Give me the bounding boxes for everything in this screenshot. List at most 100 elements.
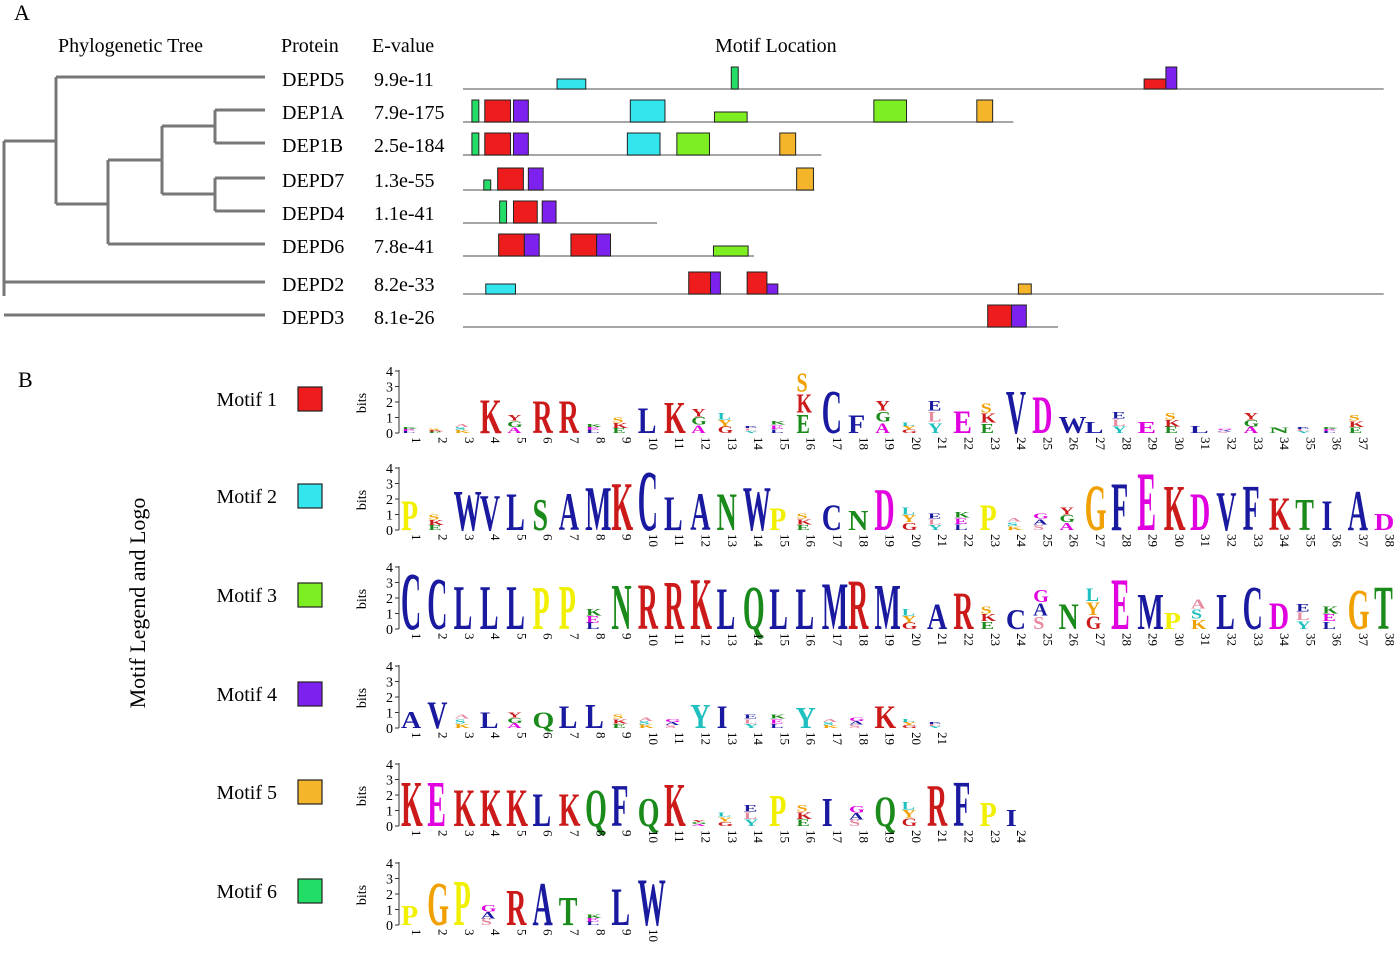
logo-position-number: 17 [830, 633, 845, 647]
logo-letter: G [507, 420, 523, 429]
logo-position-number: 16 [804, 534, 819, 548]
logo-position-number: 30 [1172, 437, 1187, 450]
logo-letter: Q [533, 707, 555, 733]
motif-6-block [730, 66, 739, 90]
logo-letter: P [533, 575, 550, 643]
motif-6-block [499, 200, 508, 224]
logo-position-number: 8 [593, 437, 608, 444]
logo-position-number: 8 [593, 929, 608, 936]
logo-position-number: 2 [435, 929, 450, 936]
logo-letter: Y [1296, 431, 1311, 434]
header-protein: Protein [281, 35, 339, 57]
motif-3-block [713, 111, 748, 123]
logo-letter: V [1006, 379, 1026, 447]
logo-letter: S [1007, 521, 1018, 527]
logo-position-number: 28 [1119, 633, 1134, 646]
logo-letter: S [1349, 414, 1360, 423]
logo-letter: Y [507, 712, 522, 719]
logo-letter: L [664, 486, 683, 541]
logo-y-tick-label: 3 [386, 873, 393, 888]
logo-letter: P [401, 901, 418, 933]
logo-position-number: 1 [409, 437, 424, 444]
motif-1-block [497, 167, 524, 191]
logo-letter: K [770, 420, 786, 426]
logo-position-number: 11 [672, 732, 687, 745]
motif-5-block [779, 132, 797, 156]
logo-letter: A [690, 484, 710, 543]
logo-letter: N [1269, 426, 1289, 435]
logo-position-number: 20 [909, 633, 924, 646]
logo-y-tick-label: 0 [386, 722, 393, 737]
logo-letter: G [718, 821, 734, 828]
logo-letter: S [1217, 431, 1228, 433]
logo-letter: A [1033, 518, 1048, 526]
tree-branch [162, 176, 265, 213]
logo-letter: L [559, 699, 578, 736]
logo-letter: L [744, 428, 757, 432]
motif-4-block [766, 283, 779, 295]
logo-letter: L [1112, 418, 1125, 428]
logo-letter: S [849, 818, 860, 828]
logo-position-number: 25 [1040, 633, 1055, 646]
tree-branch [54, 77, 108, 206]
logo-y-tick-label: 2 [386, 493, 393, 508]
logo-position-number: 3 [462, 929, 477, 936]
protein-name: DEP1B [282, 135, 343, 157]
logo-letter: G [427, 871, 449, 939]
logo-letter: K [796, 811, 813, 821]
logo-position-number: 4 [488, 732, 503, 739]
logo-letter: L [902, 422, 916, 427]
logo-letter: Y [902, 809, 917, 821]
logo-position-number: 4 [488, 437, 503, 444]
logo-y-tick-label: 1 [386, 707, 393, 722]
logo-position-number: 10 [646, 929, 661, 942]
logo-letter: C [638, 453, 658, 549]
logo-position-number: 13 [725, 633, 740, 646]
logo-letter: E [1349, 426, 1362, 435]
logo-letter: Y [928, 726, 943, 729]
logo-letter: I [822, 790, 833, 836]
logo-letter: K [690, 564, 712, 646]
logo-letter: E [586, 615, 599, 625]
logo-letter: P [401, 491, 418, 540]
logo-position-number: 31 [1198, 437, 1213, 450]
logo-position-number: 15 [777, 437, 792, 450]
logo-letter: A [455, 423, 470, 428]
logo-position-number: 21 [935, 534, 950, 547]
logo-letter: L [902, 506, 915, 517]
logo-letter: L [902, 801, 916, 813]
logo-y-tick-label: 3 [386, 774, 393, 789]
logo-position-number: 19 [883, 732, 898, 745]
logo-position-number: 22 [961, 437, 976, 450]
logo-position-number: 36 [1330, 534, 1345, 548]
logo-letter: Y [744, 818, 759, 828]
logo-position-number: 35 [1303, 437, 1318, 450]
logo-letter: D [1374, 507, 1394, 535]
logo-letter: Q [743, 575, 765, 643]
logo-letter: Y [718, 419, 732, 429]
logo-letter: L [928, 518, 941, 526]
logo-y-tick-label: 0 [386, 427, 393, 442]
logo-y-tick-label: 1 [386, 608, 393, 623]
motif-legend-label: Motif 5 [216, 782, 277, 804]
logo-letter: K [1165, 419, 1181, 429]
logo-y-tick-label: 4 [386, 561, 393, 576]
logo-letter: Y [744, 723, 759, 730]
logo-letter: K [612, 718, 628, 725]
tree-branch [4, 280, 265, 317]
logo-letter: P [980, 795, 997, 834]
logo-position-number: 14 [751, 534, 766, 548]
logo-letter: Y [902, 615, 916, 625]
logo-position-number: 13 [725, 732, 740, 745]
logo-letter: E [797, 410, 810, 440]
logo-letter: A [849, 720, 864, 725]
logo-letter: L [954, 523, 967, 532]
evalue-text: 7.9e-175 [374, 102, 445, 124]
logo-letter: L [744, 718, 758, 725]
logo-letter: K [1322, 605, 1338, 616]
motif-4-block [523, 233, 540, 257]
